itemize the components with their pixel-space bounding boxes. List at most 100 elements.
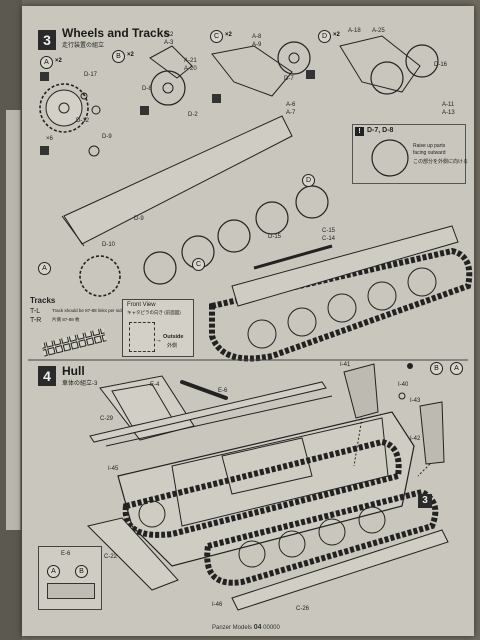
- part-label: A-3: [164, 40, 174, 46]
- part-label: D-7: [284, 76, 294, 82]
- part-label: D-10: [102, 242, 116, 248]
- part-e6: [180, 380, 228, 400]
- ref-b-marker: B: [430, 362, 443, 375]
- track-left-code: T-L: [30, 308, 41, 315]
- track-assembly-upper: [209, 225, 473, 362]
- part-label: ×6: [46, 136, 53, 142]
- rod-d15: [253, 244, 333, 270]
- part-label: D-15: [268, 234, 282, 240]
- track-orientation-diagram: [129, 322, 155, 352]
- front-view-outside: Outside: [163, 334, 184, 340]
- part-label: A-6: [286, 102, 296, 108]
- note-text-2: facing outward: [413, 150, 446, 156]
- step-3-badge: 3: [38, 30, 56, 50]
- step-4-title: Hull: [62, 364, 85, 378]
- road-wheels-upper: [143, 185, 329, 285]
- legend-a-marker: A: [47, 565, 60, 578]
- assembly-drawing: [28, 35, 473, 611]
- step-3-subtitle: 走行装置の組立: [62, 43, 105, 49]
- part-label: I-40: [398, 382, 409, 388]
- part-label: C-14: [322, 236, 336, 242]
- track-link-sample: [41, 327, 107, 358]
- warning-icon: !: [355, 127, 364, 136]
- part-label: D-16: [434, 62, 448, 68]
- callout-a-marker: A: [38, 262, 51, 275]
- subassembly-b-multiplier: ×2: [127, 52, 134, 58]
- part-label: I-45: [108, 466, 119, 472]
- plate-c22: [87, 517, 179, 591]
- subassembly-d-marker: D: [318, 30, 331, 43]
- part-label: A-21: [184, 58, 197, 64]
- part-label: I-42: [410, 436, 421, 442]
- part-label: I-43: [410, 398, 421, 404]
- part-label: A-8: [252, 34, 262, 40]
- step-4-subtitle: 車体の組立-3: [62, 381, 98, 387]
- part-label: A-18: [348, 28, 361, 34]
- part-label: E-6: [218, 388, 228, 394]
- tracks-info: Tracks T-L Track should be 87-88 links p…: [30, 296, 124, 366]
- part-label: D-8: [142, 86, 152, 92]
- suspension-d: [339, 35, 439, 95]
- washer-d9: [88, 145, 100, 157]
- legend-diagram: [47, 583, 95, 599]
- part-label: E-4: [150, 382, 160, 388]
- part-label: A-7: [286, 110, 296, 116]
- part-label: A-2: [164, 32, 174, 38]
- subassembly-c-multiplier: ×2: [225, 32, 232, 38]
- part-label: A-11: [442, 102, 455, 108]
- part-label: I-41: [340, 362, 351, 368]
- cement-icon: [212, 94, 221, 103]
- cement-icon: [40, 146, 49, 155]
- front-view-box: Front View キャタピラの向き (前面図) Outside 外側 →: [122, 299, 194, 357]
- callout-d-marker: D: [302, 174, 315, 187]
- subassembly-a-multiplier: ×2: [55, 58, 62, 64]
- step-3-title: Wheels and Tracks: [62, 26, 171, 40]
- part-label: D-9: [134, 216, 144, 222]
- ref-a-marker: A: [450, 362, 463, 375]
- suspension-b: [149, 45, 193, 106]
- tracks-title: Tracks: [30, 296, 56, 305]
- subassembly-c-marker: C: [210, 30, 223, 43]
- subassembly-a-marker: A: [40, 56, 53, 69]
- part-label: D-9: [102, 134, 112, 140]
- part-label: A-25: [372, 28, 385, 34]
- cement-icon: [140, 106, 149, 115]
- part-label: A-20: [184, 66, 197, 72]
- footer-suffix: 00000: [263, 625, 280, 631]
- sprocket-a: [39, 83, 101, 133]
- part-i41: [343, 363, 379, 419]
- legend-box: E-6 A B: [38, 546, 102, 610]
- part-label: C-15: [322, 228, 336, 234]
- track-right-code: T-R: [30, 317, 42, 324]
- part-label: C-22: [104, 554, 118, 560]
- plate-c26: [231, 529, 449, 611]
- note-box: ! D-7, D-8 Raise up parts facing outward…: [352, 124, 469, 184]
- part-label: I-46: [212, 602, 223, 608]
- part-label: A-13: [442, 110, 455, 116]
- adjacent-page-edge: [0, 0, 22, 640]
- footer-brand: Panzer Models: [212, 625, 253, 631]
- footer: Panzer Models 04 00000: [212, 624, 280, 631]
- note-text-1: Raise up parts: [413, 143, 446, 149]
- part-label: C-29: [100, 416, 114, 422]
- step-4-badge: 4: [38, 366, 56, 386]
- note-text-3: この部分を外側に向ける: [413, 159, 469, 165]
- part-label: D-12: [76, 118, 90, 124]
- arrow-right-icon: →: [155, 337, 162, 344]
- legend-b-marker: B: [75, 565, 88, 578]
- note-parts: D-7, D-8: [367, 127, 394, 134]
- instruction-sheet: 3 Wheels and Tracks 走行装置の組立 A ×2 B ×2 C …: [22, 6, 474, 636]
- front-view-title: Front View: [127, 302, 156, 308]
- track-right-text: 片側 87-88 枚: [52, 317, 80, 322]
- part-label: D-17: [84, 72, 98, 78]
- legend-title: E-6: [61, 551, 71, 557]
- adjacent-page-paper: [6, 110, 21, 530]
- front-view-outside-jp: 外側: [167, 343, 178, 349]
- subassembly-b-marker: B: [112, 50, 125, 63]
- sprocket-lower: [79, 255, 121, 297]
- cement-icon: [306, 70, 315, 79]
- track-left-text: Track should be 87-88 links per side: [52, 308, 125, 313]
- subassembly-d-multiplier: ×2: [333, 32, 340, 38]
- part-label: D-2: [188, 112, 198, 118]
- part-label: C-26: [296, 606, 310, 612]
